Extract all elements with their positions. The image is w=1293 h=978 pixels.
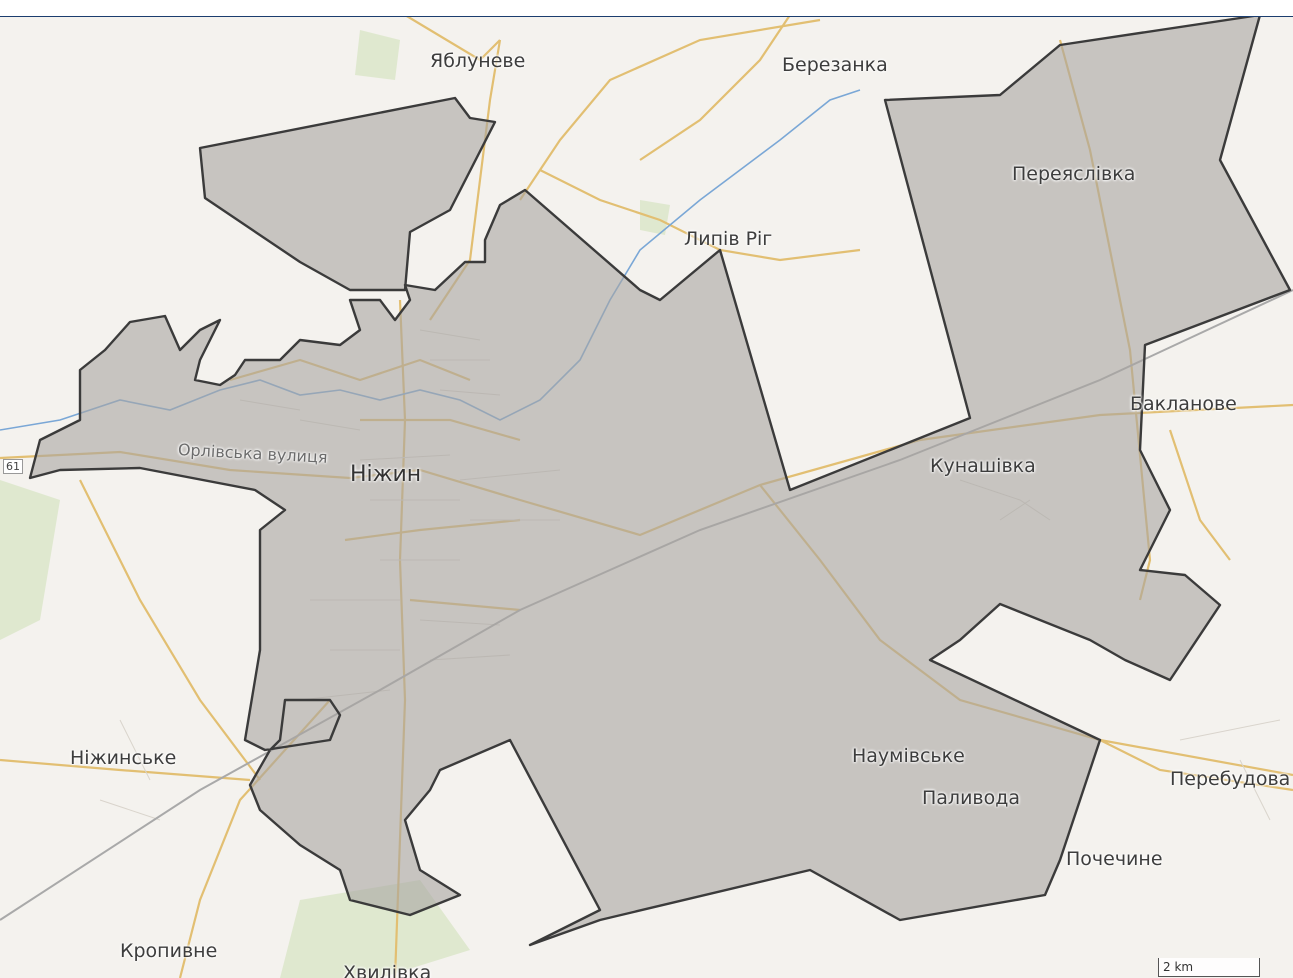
place-label-kunashivka[interactable]: Кунашівка (930, 455, 1036, 477)
top-caption-strip (0, 0, 1293, 17)
place-label-kropyvne[interactable]: Кропивне (120, 940, 218, 962)
place-label-khvylivka[interactable]: Хвилівка (343, 962, 432, 978)
place-label-lypiv-rih[interactable]: Липів Ріг (684, 228, 773, 250)
place-label-berezanka[interactable]: Березанка (782, 54, 888, 76)
municipality-boundary[interactable] (28, 13, 1292, 947)
place-label-baklanove[interactable]: Бакланове (1130, 393, 1237, 415)
northern-exclave (198, 96, 497, 292)
road-shield: 61 (3, 459, 23, 474)
place-label-pochechyne[interactable]: Почечине (1066, 848, 1163, 870)
place-label-yablunieve[interactable]: Яблуневе (430, 50, 526, 72)
scale-bar: 2 km (1158, 958, 1260, 977)
place-label-naumivske[interactable]: Наумівське (852, 745, 965, 767)
main-territory (28, 13, 1292, 947)
place-label-pereyaslivka[interactable]: Переяслівка (1012, 163, 1136, 185)
place-label-nizhynske[interactable]: Ніжинське (70, 747, 177, 769)
place-label-palyvoda[interactable]: Паливода (922, 787, 1021, 809)
place-label-perebudova[interactable]: Перебудова (1170, 768, 1291, 790)
place-label-nizhyn[interactable]: Ніжин (350, 462, 422, 487)
scale-bar-label: 2 km (1163, 960, 1194, 974)
